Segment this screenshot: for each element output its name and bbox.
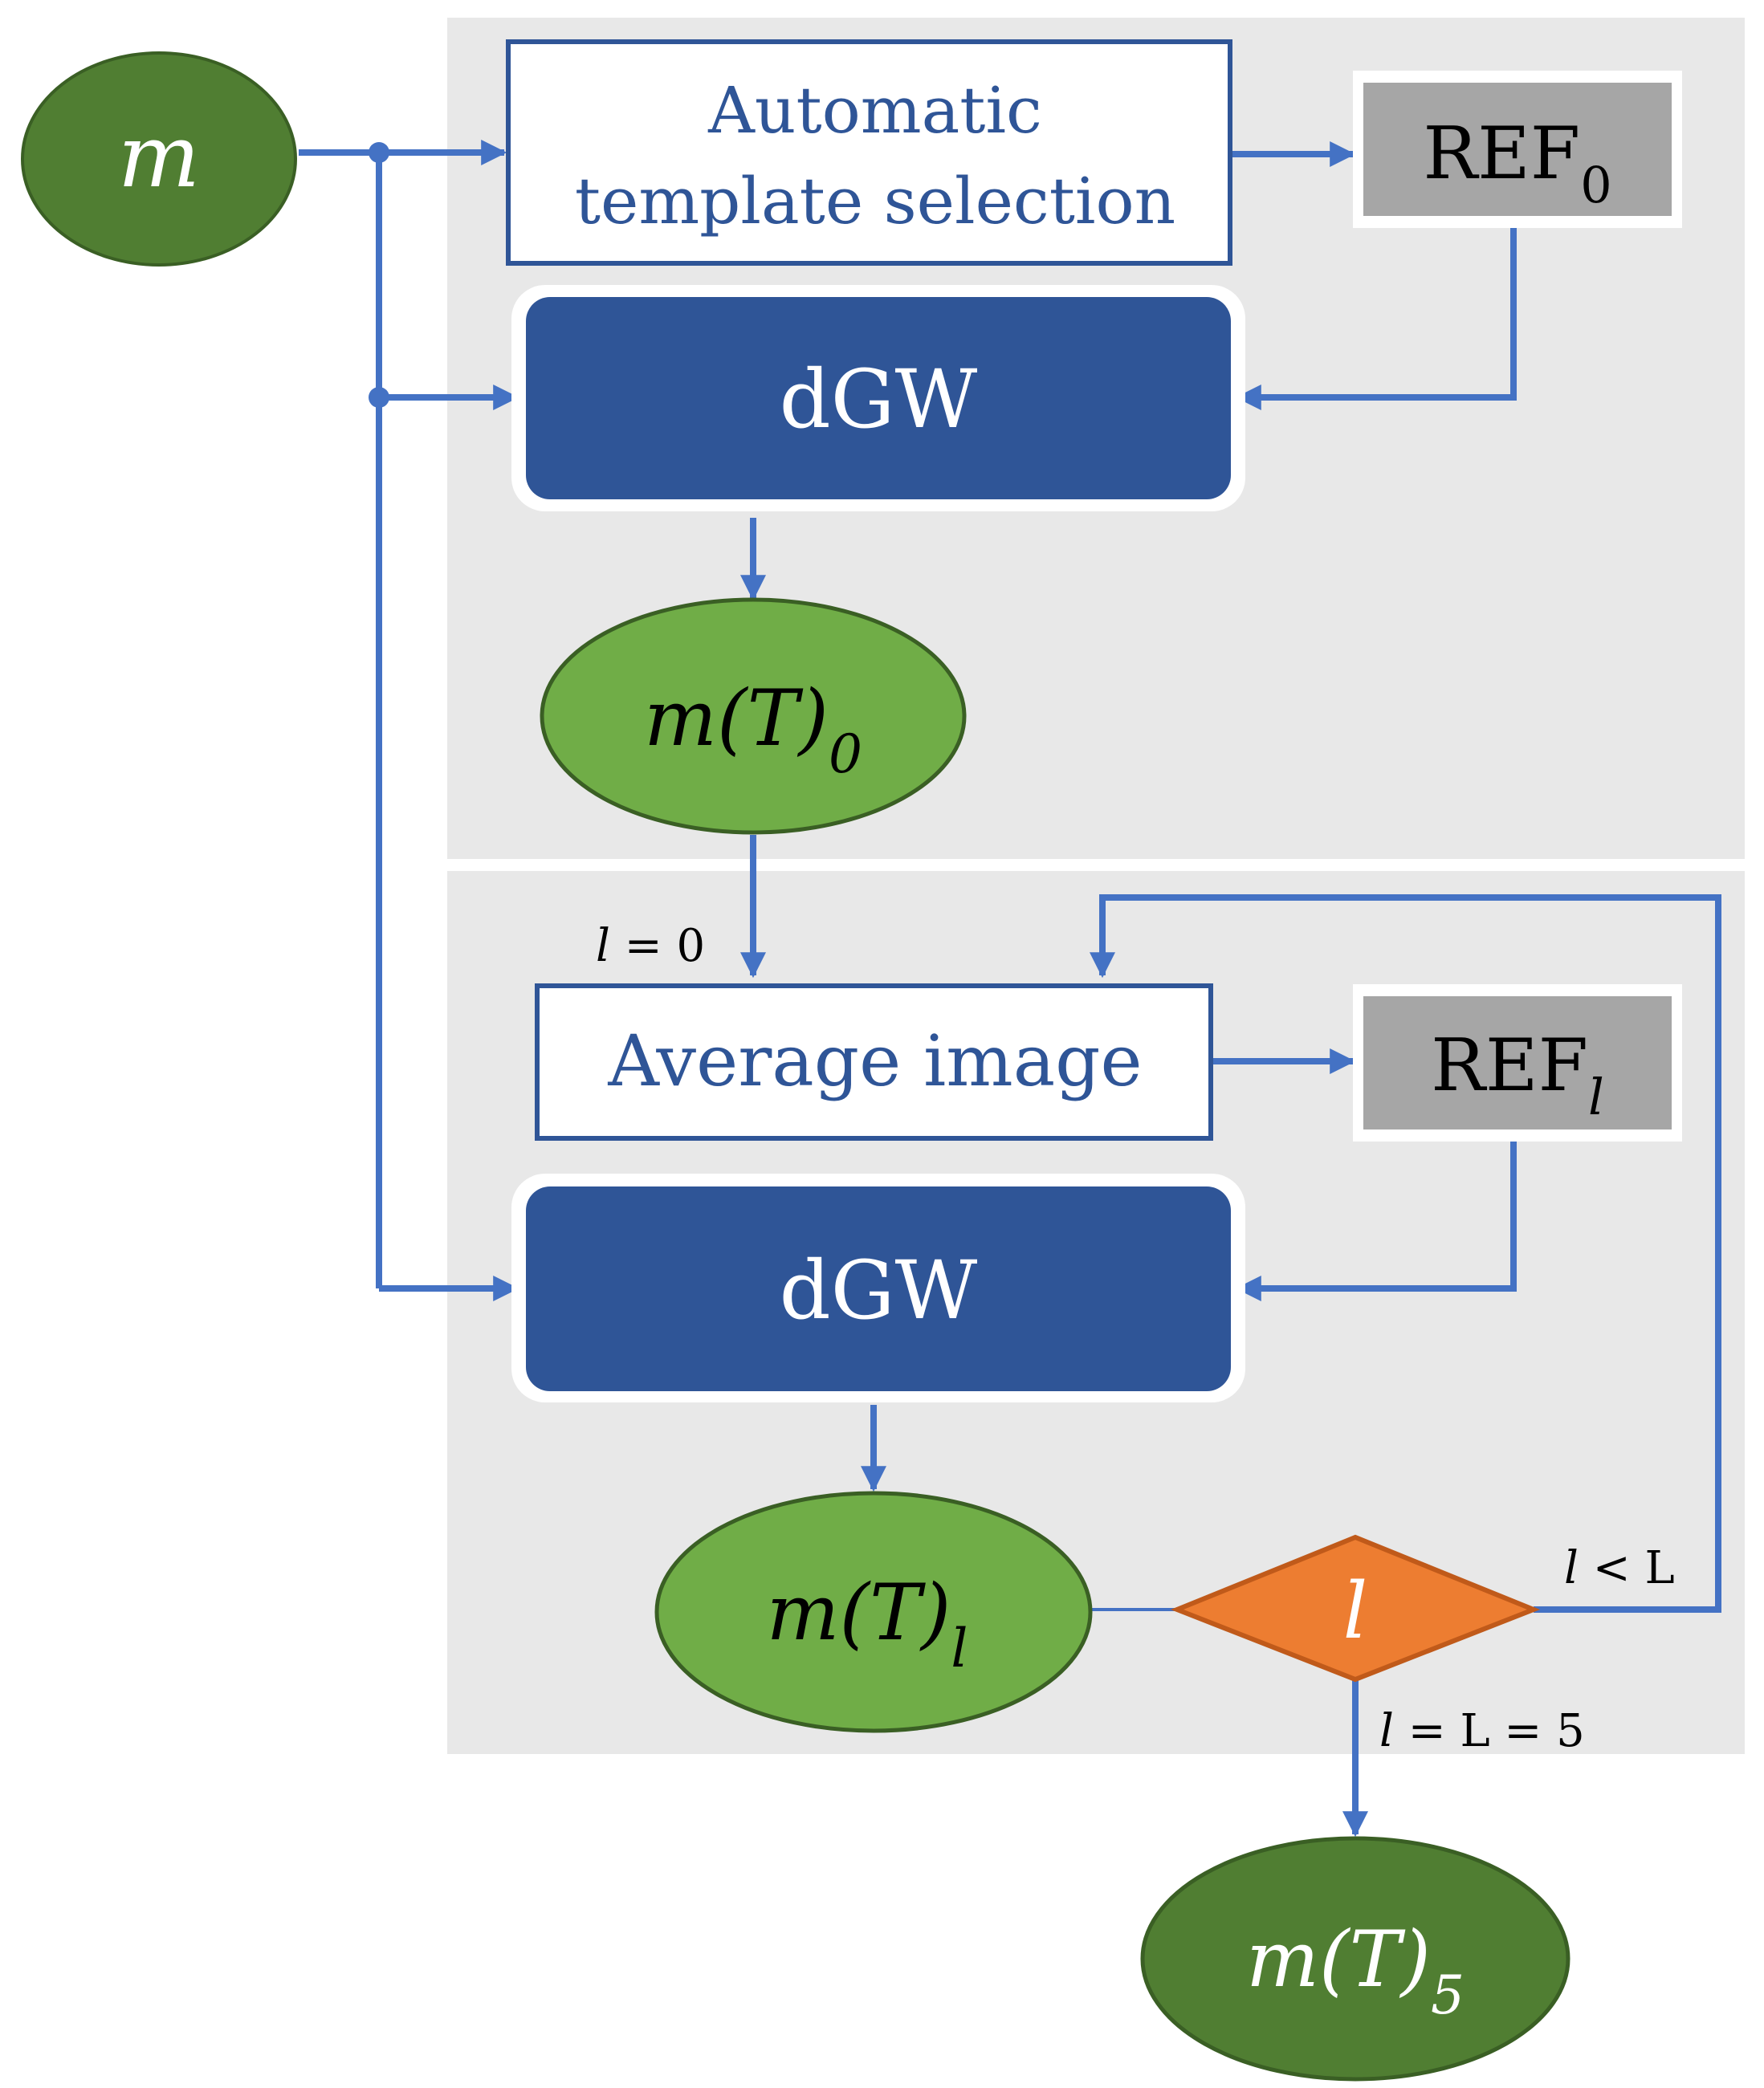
edge-label-l-eq-L-eq-5: l = L = 5 [1379, 1705, 1585, 1757]
mTl-node [654, 1491, 1093, 1733]
ref0-box [1363, 83, 1672, 216]
average-image-box [535, 983, 1213, 1141]
dgw-bottom-label: dGW [780, 1243, 978, 1337]
edge-label-l-lt-L: l < L [1564, 1542, 1675, 1594]
refl-label: REFl [1431, 1024, 1604, 1126]
dgw-top-label: dGW [780, 352, 978, 446]
decision-label: l [1343, 1566, 1368, 1656]
mT0-node [540, 597, 967, 835]
mT5-node [1140, 1836, 1570, 2082]
automatic-template-line2: template selection [575, 164, 1175, 238]
dgw-bottom-box [526, 1186, 1231, 1391]
dgw-top-box [526, 297, 1231, 499]
automatic-template-selection-box [506, 39, 1232, 266]
mT0-label: m(T)0 [644, 674, 862, 785]
decision-diamond [1170, 1534, 1541, 1683]
junction-dot-middle [369, 387, 389, 408]
edge-loop-back [1090, 894, 1721, 1613]
edge-refl-to-dgw-bottom [1235, 1136, 1517, 1301]
average-image-label: Average image [607, 1020, 1142, 1102]
input-m-label: m [118, 107, 200, 207]
ref0-label: REF0 [1423, 112, 1611, 214]
automatic-template-line1: Automatic [707, 73, 1042, 148]
edge-label-l-eq-0: l = 0 [596, 920, 705, 972]
mT5-label: m(T)5 [1246, 1915, 1465, 2026]
mTl-label: m(T)l [766, 1568, 968, 1679]
input-m-node [21, 51, 297, 267]
junction-dot-top [369, 142, 389, 163]
edge-ref0-to-dgw-top [1235, 225, 1517, 410]
refl-box [1363, 996, 1672, 1129]
